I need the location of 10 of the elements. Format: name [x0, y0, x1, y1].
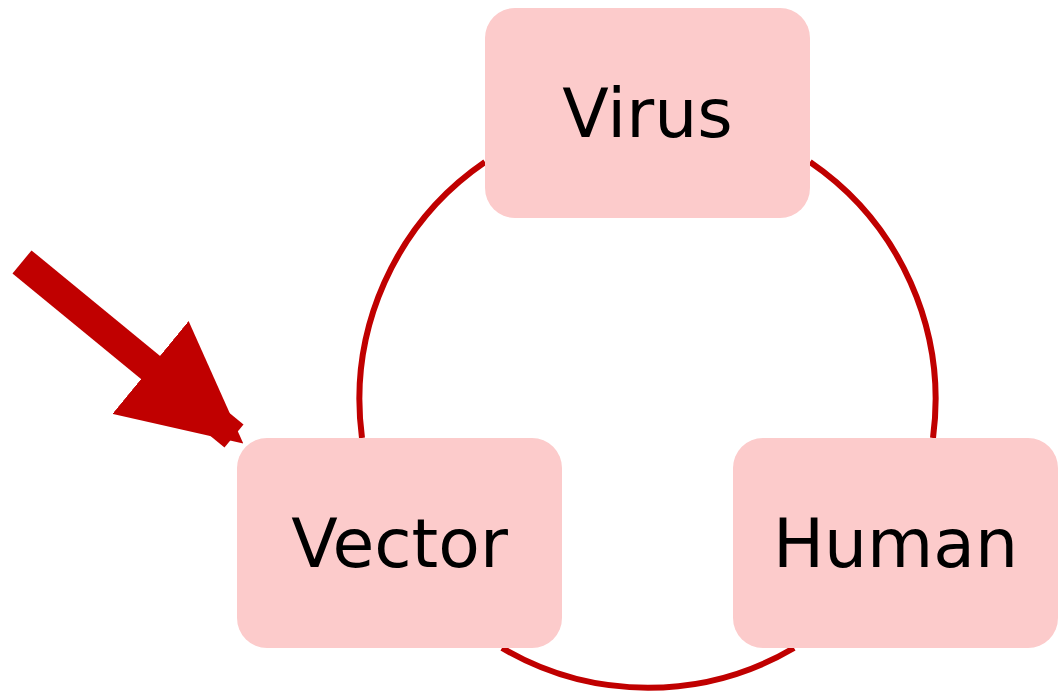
node-label: Virus — [562, 73, 733, 153]
connector-arc — [356, 159, 487, 439]
rounded-box — [733, 438, 1058, 648]
connector-arc — [500, 645, 796, 691]
connector-arc — [808, 159, 939, 439]
block-arrow — [12, 250, 244, 448]
rounded-box — [237, 438, 562, 648]
rounded-box — [485, 8, 810, 218]
node-label: Vector — [291, 503, 508, 583]
node-label: Human — [772, 503, 1019, 583]
